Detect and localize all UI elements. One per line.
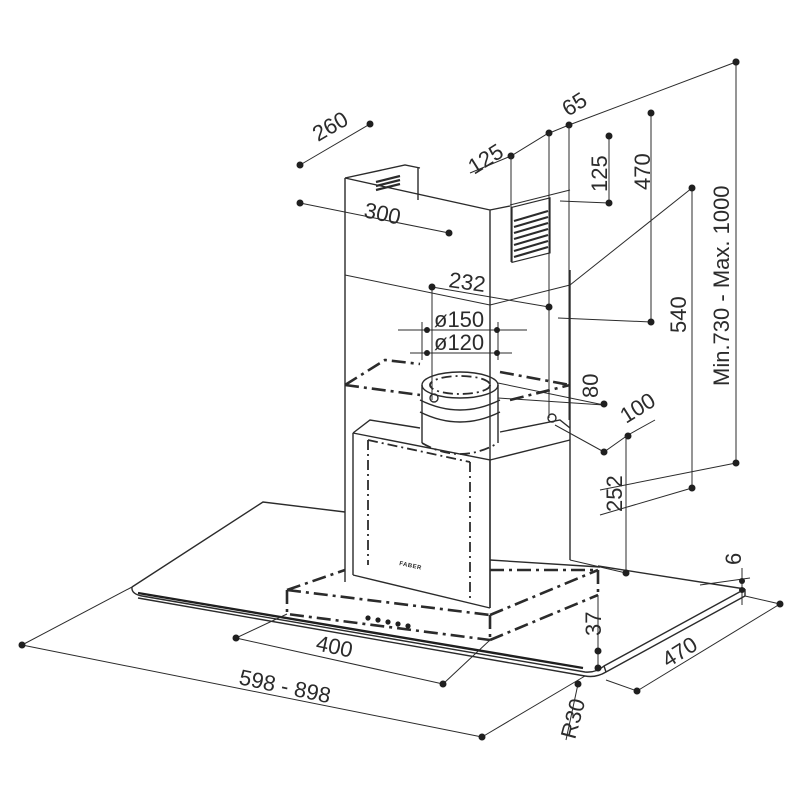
- glass-canopy: [131, 501, 746, 678]
- dim-corner-radius: R30: [556, 680, 591, 741]
- dim-label-r30: R30: [556, 696, 591, 741]
- dim-label-100: 100: [615, 388, 659, 429]
- motor-body: FABER: [352, 419, 571, 609]
- dim-vent-witness-lines: [510, 125, 570, 420]
- dim-outlet-diameters: ø150 ø120: [398, 307, 527, 360]
- control-buttons: [365, 615, 411, 629]
- dim-label-37: 37: [581, 612, 606, 636]
- dim-chimney-to-outlet: 540: [569, 184, 696, 516]
- dim-outlet-offset: 232: [428, 267, 553, 400]
- dim-vent-offset-c: 125: [559, 132, 613, 207]
- chimney-front-vent: [511, 197, 551, 264]
- outlet-collar: [419, 371, 557, 455]
- dim-label-80: 80: [578, 374, 603, 398]
- dim-body-height: 252: [569, 436, 630, 577]
- dim-label-300: 300: [362, 197, 403, 229]
- dim-outlet-rise: 80: [497, 374, 608, 408]
- dim-label-252: 252: [602, 475, 627, 512]
- dim-label-dia-120: ø120: [434, 330, 484, 355]
- dim-label-260: 260: [308, 106, 352, 146]
- control-bar: [285, 568, 600, 642]
- dim-control-bar-height: 37: [581, 595, 606, 672]
- dim-label-232: 232: [447, 267, 487, 297]
- dim-label-540: 540: [666, 296, 691, 333]
- dim-label-total-height: Min.730 - Max. 1000: [709, 185, 734, 386]
- dim-label-125-c: 125: [587, 155, 612, 192]
- dim-label-6: 6: [721, 553, 746, 565]
- dim-label-598-898: 598 - 898: [237, 664, 333, 708]
- dim-label-470-vent: 470: [630, 153, 655, 190]
- dim-control-width: 400: [232, 613, 491, 688]
- dim-chimney-depth: 260: [296, 106, 374, 169]
- dim-total-height: Min.730 - Max. 1000: [599, 58, 740, 491]
- brand-logo: FABER: [399, 561, 423, 572]
- dim-chimney-width: 300: [296, 197, 453, 237]
- dim-vent-height: 470: [557, 109, 655, 326]
- dim-glass-thickness: 6: [699, 553, 751, 605]
- dim-label-470-depth: 470: [657, 632, 701, 673]
- dim-hood-depth: 470: [605, 595, 784, 695]
- chimney-back-vent: [375, 174, 401, 192]
- dim-label-dia-150: ø150: [434, 307, 484, 332]
- dim-label-65: 65: [557, 87, 591, 121]
- mounting-bracket-outline: [344, 358, 571, 402]
